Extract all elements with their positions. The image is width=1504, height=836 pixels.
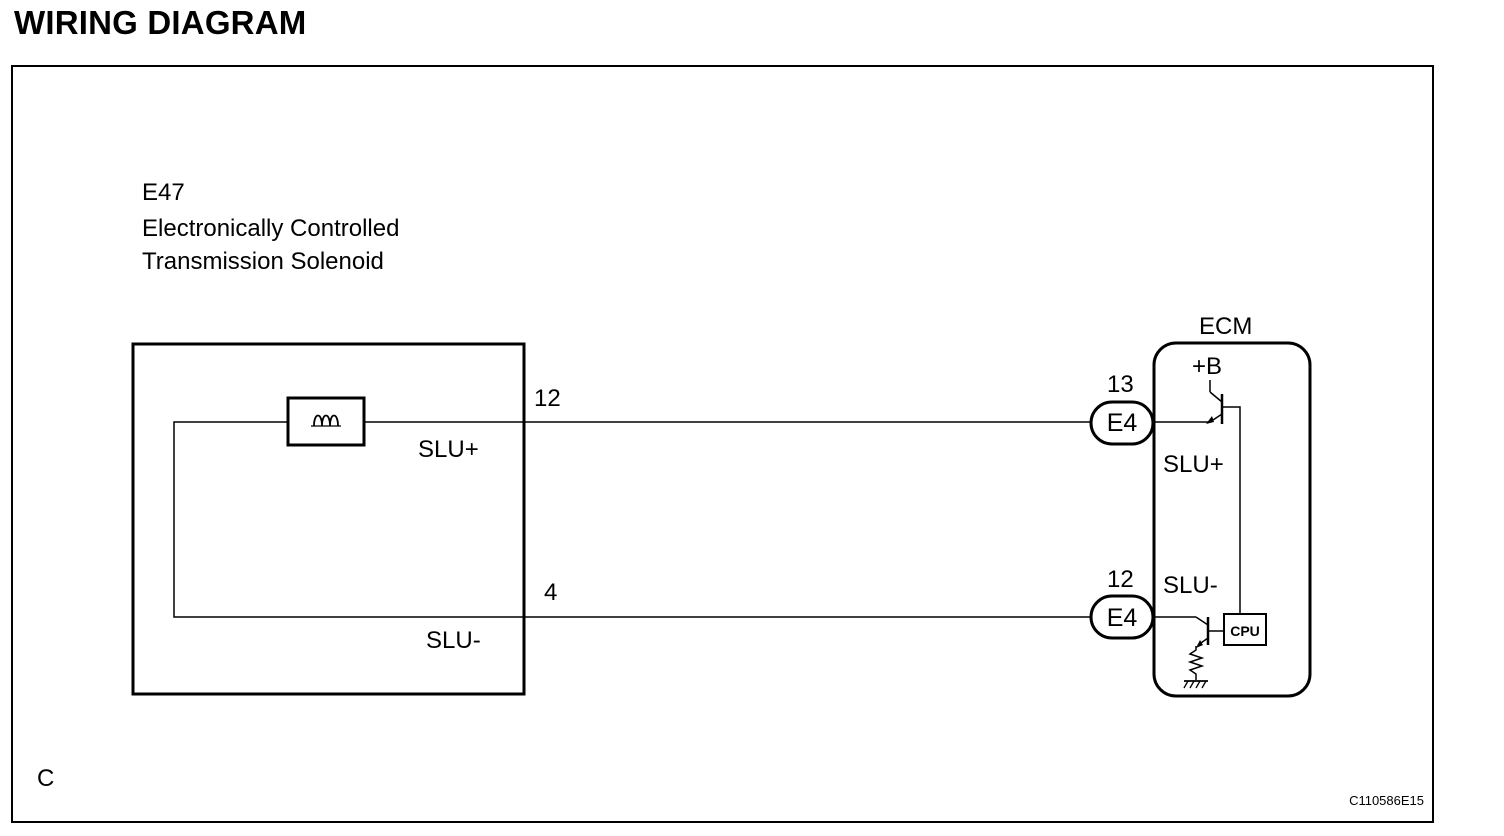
solenoid-name-line1: Electronically Controlled [142,215,399,242]
ecm-box [1152,341,1312,698]
ecm-connector-plus: E4 [1089,400,1155,446]
ecm-connector-minus: E4 [1089,594,1155,640]
transistor-icon [1153,380,1241,614]
ecm-pin-minus: 12 [1107,566,1134,593]
solenoid-label-plus: SLU+ [418,436,479,463]
ecm-name: ECM [1199,313,1252,340]
page-title: WIRING DIAGRAM [14,4,307,41]
resistor-icon [1187,646,1205,680]
diagram-frame [11,65,1434,823]
ecm-pin-plus: 13 [1107,371,1134,398]
svg-text:CPU: CPU [1230,623,1260,639]
low-side-transistor-icon [1153,616,1224,648]
solenoid-pin-plus: 12 [534,385,561,412]
solenoid-pin-minus: 4 [544,579,557,606]
corner-letter: C [37,765,54,792]
figure-code: C110586E15 [1349,793,1424,808]
solenoid-label-minus: SLU- [426,627,481,654]
solenoid-internal-wire [173,421,524,618]
coil-icon [286,396,366,447]
ground-icon [1183,680,1208,689]
solenoid-box [131,342,526,696]
ecm-supply-label: +B [1192,353,1222,380]
cpu-chip-icon: CPU [1223,613,1267,646]
ecm-label-plus: SLU+ [1163,451,1224,478]
solenoid-name-line2: Transmission Solenoid [142,248,384,275]
solenoid-code: E47 [142,179,185,206]
ecm-label-minus: SLU- [1163,572,1218,599]
svg-text:E4: E4 [1107,409,1138,437]
svg-text:E4: E4 [1107,604,1138,632]
